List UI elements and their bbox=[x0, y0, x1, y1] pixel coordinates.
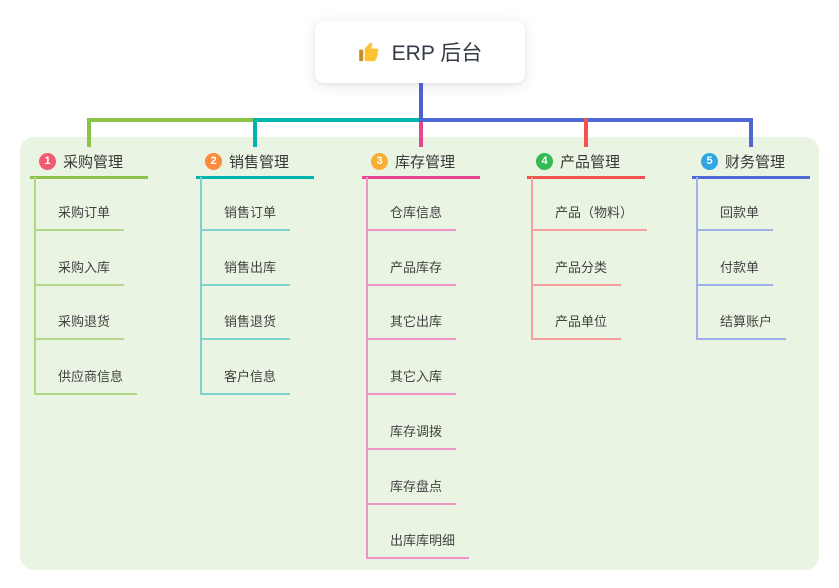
branch-number-badge: 4 bbox=[536, 152, 553, 170]
subtopic-item[interactable]: 供应商信息 bbox=[34, 368, 138, 395]
connector-drop bbox=[419, 122, 423, 147]
subtopic-item[interactable]: 库存调拨 bbox=[366, 423, 457, 450]
branch-number-badge: 2 bbox=[205, 152, 222, 170]
branch-topic[interactable]: 4 产品管理 bbox=[536, 151, 620, 171]
branch-number-badge: 1 bbox=[39, 152, 56, 170]
subtopic-item[interactable]: 回款单 bbox=[696, 204, 774, 231]
branch-underline bbox=[692, 176, 810, 179]
branch-child-rail bbox=[696, 177, 698, 340]
branch-underline bbox=[527, 176, 645, 179]
branch-underline bbox=[30, 176, 148, 179]
branch-topic[interactable]: 3 库存管理 bbox=[371, 151, 455, 171]
subtopic-item[interactable]: 采购入库 bbox=[34, 259, 125, 286]
subtopic-item[interactable]: 出库库明细 bbox=[366, 532, 470, 559]
branch-label: 产品管理 bbox=[560, 153, 621, 171]
branch-child-rail bbox=[200, 177, 202, 395]
subtopic-item[interactable]: 付款单 bbox=[696, 259, 774, 286]
branch-underline bbox=[196, 176, 314, 179]
connector-root-stem bbox=[419, 83, 423, 122]
branches-panel bbox=[20, 137, 819, 570]
connector-drop bbox=[253, 118, 257, 147]
branch-number-badge: 3 bbox=[371, 152, 388, 170]
subtopic-item[interactable]: 客户信息 bbox=[200, 368, 291, 395]
connector-hbar-mid bbox=[253, 118, 423, 122]
root-node[interactable]: ERP 后台 bbox=[315, 21, 525, 83]
branch-child-rail bbox=[366, 177, 368, 559]
subtopic-item[interactable]: 产品单位 bbox=[531, 313, 622, 340]
subtopic-item[interactable]: 产品库存 bbox=[366, 259, 457, 286]
subtopic-item[interactable]: 采购订单 bbox=[34, 204, 125, 231]
branch-label: 库存管理 bbox=[395, 153, 456, 171]
thumbs-up-icon bbox=[358, 41, 381, 64]
subtopic-item[interactable]: 采购退货 bbox=[34, 313, 125, 340]
branch-topic[interactable]: 2 销售管理 bbox=[205, 151, 289, 171]
subtopic-item[interactable]: 销售订单 bbox=[200, 204, 291, 231]
branch-topic[interactable]: 1 采购管理 bbox=[39, 151, 123, 171]
subtopic-item[interactable]: 结算账户 bbox=[696, 313, 787, 340]
branch-label: 财务管理 bbox=[725, 153, 786, 171]
subtopic-item[interactable]: 其它出库 bbox=[366, 313, 457, 340]
subtopic-item[interactable]: 产品分类 bbox=[531, 259, 622, 286]
subtopic-item[interactable]: 产品（物料） bbox=[531, 204, 648, 231]
connector-drop bbox=[749, 118, 753, 147]
subtopic-item[interactable]: 库存盘点 bbox=[366, 478, 457, 505]
branch-topic[interactable]: 5 财务管理 bbox=[701, 151, 785, 171]
subtopic-item[interactable]: 其它入库 bbox=[366, 368, 457, 395]
branch-label: 采购管理 bbox=[63, 153, 124, 171]
branch-number-badge: 5 bbox=[701, 152, 718, 170]
connector-drop bbox=[87, 118, 91, 147]
subtopic-item[interactable]: 销售出库 bbox=[200, 259, 291, 286]
connector-drop bbox=[584, 118, 588, 147]
branch-label: 销售管理 bbox=[229, 153, 290, 171]
root-title: ERP 后台 bbox=[391, 42, 483, 65]
subtopic-item[interactable]: 仓库信息 bbox=[366, 204, 457, 231]
branch-child-rail bbox=[34, 177, 36, 395]
branch-child-rail bbox=[531, 177, 533, 340]
subtopic-item[interactable]: 销售退货 bbox=[200, 313, 291, 340]
branch-underline bbox=[362, 176, 480, 179]
